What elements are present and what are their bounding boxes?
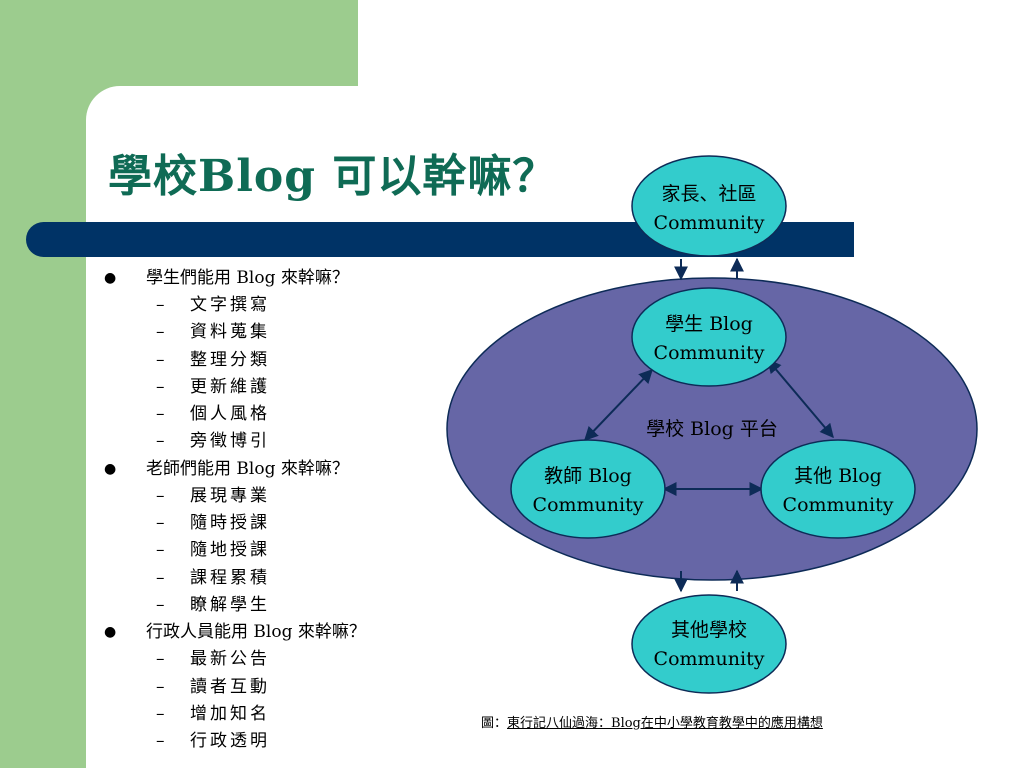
dash-icon: – — [156, 349, 165, 370]
dash-icon: – — [156, 485, 165, 506]
outline-subitem-text: 整理分類 — [190, 349, 270, 370]
node-label: Community — [654, 648, 765, 670]
node-parents-community: 家長、社區 Community — [631, 155, 787, 257]
outline-subitem-text: 課程累積 — [190, 567, 270, 588]
dash-icon: – — [156, 295, 165, 315]
node-label: Community — [654, 212, 765, 234]
outline-subitem: – 個人風格 — [104, 401, 444, 428]
node-label: Community — [783, 494, 894, 516]
outline-item-teachers: ● 老師們能用 Blog 來幹嘛？ — [104, 456, 444, 483]
outline-item-administration: ● 行政人員能用 Blog 來幹嘛？ — [104, 619, 444, 646]
outline-subitem: – 整理分類 — [104, 347, 444, 374]
node-label: 其他學校 — [671, 619, 747, 641]
node-label: Community — [654, 342, 765, 364]
dash-icon: – — [156, 676, 165, 697]
outline-subitem-text: 更新維護 — [190, 376, 270, 397]
arrow-students-others — [767, 358, 834, 439]
node-label: 家長、社區 — [661, 183, 756, 205]
outline-subitem: – 增加知名 — [104, 701, 444, 728]
platform-label: 學校 Blog 平台 — [646, 418, 778, 440]
node-students-blog-community: 學生 Blog Community — [631, 287, 787, 387]
background-green-strip — [0, 0, 86, 768]
outline-subitem: – 展現專業 — [104, 483, 444, 510]
arrow-students-teachers — [584, 368, 653, 442]
outline-subitem: – 隨時授課 — [104, 510, 444, 537]
outline-subitem-text: 行政透明 — [190, 731, 270, 752]
dash-icon: – — [156, 513, 165, 534]
dash-icon: – — [156, 594, 165, 615]
dash-icon: – — [156, 703, 165, 724]
dash-icon: – — [156, 431, 165, 452]
node-teachers-blog-community: 教師 Blog Community — [510, 439, 666, 539]
dash-icon: – — [156, 376, 165, 397]
outline-subitem-text: 隨地授課 — [190, 540, 270, 561]
bullet-dot-icon: ● — [104, 460, 117, 477]
outline-subitem-text: 文字撰寫 — [190, 295, 270, 315]
outline-subitem-text: 增加知名 — [190, 703, 270, 724]
outline-item-students: ● 學生們能用 Blog 來幹嘛？ — [104, 265, 444, 292]
outline-subitem: – 資料蒐集 — [104, 319, 444, 346]
dash-icon: – — [156, 731, 165, 752]
node-other-blog-community: 其他 Blog Community — [760, 439, 916, 539]
outline-subitem-text: 讀者互動 — [190, 676, 270, 697]
outline-heading: 學生們能用 Blog 來幹嘛？ — [146, 268, 349, 288]
outline-subitem-text: 最新公告 — [190, 649, 270, 670]
dash-icon: – — [156, 322, 165, 343]
outline-subitem: – 讀者互動 — [104, 674, 444, 701]
outline-subitem: – 文字撰寫 — [104, 292, 444, 319]
outline-subitem: – 行政透明 — [104, 728, 444, 755]
bullet-dot-icon: ● — [104, 270, 117, 286]
outline-heading: 行政人員能用 Blog 來幹嘛？ — [146, 622, 366, 643]
bullet-outline: ● 學生們能用 Blog 來幹嘛？ – 文字撰寫 – 資料蒐集 – 整理分類 – 更新維護… — [104, 265, 444, 755]
outline-subitem: – 旁徵博引 — [104, 428, 444, 455]
outline-subitem: – 更新維護 — [104, 374, 444, 401]
outline-subitem: – 隨地授課 — [104, 537, 444, 564]
outline-subitem-text: 個人風格 — [190, 404, 270, 425]
node-label: 其他 Blog — [794, 465, 882, 487]
node-label: 教師 Blog — [544, 465, 632, 487]
node-label: 學生 Blog — [665, 313, 753, 335]
figure-caption: 圖：東行記八仙過海：Blog在中小學教育教學中的應用構想 — [481, 712, 823, 731]
bullet-dot-icon: ● — [104, 624, 117, 641]
node-label: Community — [533, 494, 644, 516]
dash-icon: – — [156, 404, 165, 425]
caption-source-link[interactable]: 東行記八仙過海：Blog在中小學教育教學中的應用構想 — [507, 716, 823, 731]
outline-subitem-text: 資料蒐集 — [190, 322, 270, 343]
outline-heading: 老師們能用 Blog 來幹嘛？ — [146, 458, 349, 479]
caption-prefix: 圖： — [481, 716, 508, 731]
dash-icon: – — [156, 567, 165, 588]
dash-icon: – — [156, 649, 165, 670]
outline-subitem: – 課程累積 — [104, 565, 444, 592]
outline-subitem: – 最新公告 — [104, 646, 444, 673]
outline-subitem-text: 旁徵博引 — [190, 431, 270, 452]
outline-subitem-text: 隨時授課 — [190, 513, 270, 534]
outline-subitem: – 瞭解學生 — [104, 592, 444, 619]
outline-subitem-text: 瞭解學生 — [190, 594, 270, 615]
outline-subitem-text: 展現專業 — [190, 485, 270, 506]
slide-title: 學校Blog 可以幹嘛？ — [108, 151, 558, 202]
node-other-schools-community: 其他學校 Community — [631, 594, 787, 694]
dash-icon: – — [156, 540, 165, 561]
